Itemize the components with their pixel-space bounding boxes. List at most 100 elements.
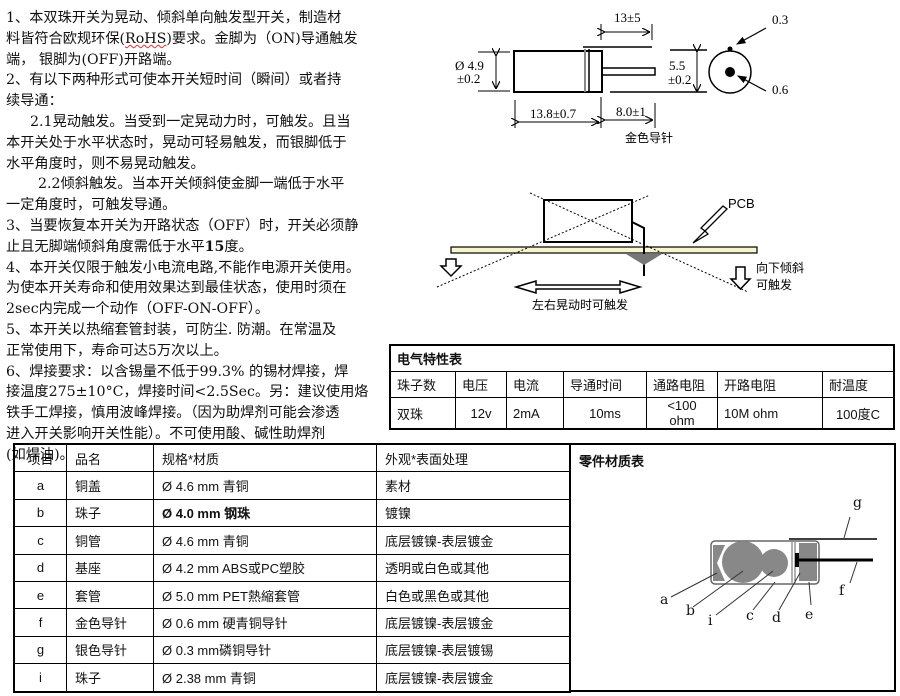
cell: 底层镀镍-表层镀金 (376, 608, 571, 637)
rohs-text: RoHS (125, 30, 167, 47)
header-cell: 开路电阻 (717, 371, 823, 398)
label-a: a (660, 592, 669, 608)
cell: e (13, 580, 67, 610)
label-b: b (686, 603, 695, 619)
pcb-arrow-icon (692, 205, 728, 244)
cell: Ø 4.6 mm 青铜 (153, 526, 377, 555)
cell: Ø 0.6 mm 硬青铜导针 (153, 608, 377, 637)
down-arrow-left-icon (439, 258, 463, 278)
note-line: 接温度275±10°C，焊接时间<2.5Sec。另：建议使用烙 (6, 384, 369, 401)
tilt-label: 向下倾斜 (756, 260, 804, 275)
header-cell: 品名 (66, 443, 154, 473)
silver-pin-dia-label: 0.3 (772, 12, 788, 27)
electrical-table-title: 电气特性表 (389, 344, 895, 372)
table-header-row: 项目品名规格*材质外观*表面处理 (13, 443, 571, 473)
header-cell: 导通时间 (563, 371, 647, 398)
cell: 100度C (822, 397, 895, 430)
note-line: 铁手工焊接，慎用波峰焊接。（因为助焊剂可能会渗透 (6, 405, 340, 422)
lead-length-label: 13±5 (614, 10, 641, 25)
table-header-row: 珠子数 电压 电流 导通时间 通路电阻 开路电阻 耐温度 (389, 371, 895, 398)
note-line: 正常使用下，寿命可达5万次以上。 (6, 342, 228, 359)
note-line: 一定角度时，可触发导通。 (6, 197, 177, 214)
diameter-label: Ø 4.9 (455, 58, 484, 73)
cell: Ø 4.2 mm ABS或PC塑胶 (153, 553, 377, 582)
cell: 素材 (376, 471, 571, 500)
cell: f (13, 608, 67, 637)
label-g: g (853, 495, 862, 511)
double-arrow-icon (513, 279, 643, 295)
label-d: d (772, 610, 781, 626)
cell: 双珠 (389, 397, 456, 430)
gold-pin-dia-label: 0.6 (772, 82, 789, 97)
label-c: c (746, 608, 754, 624)
note-line: 5、本开关以热缩套管封装，可防尘. 防潮。在常温及 (6, 321, 337, 338)
pin-length-label: 8.0±1 (616, 104, 646, 119)
cell: Ø 5.0 mm PET熱縮套管 (153, 580, 377, 610)
header-cell: 项目 (13, 443, 67, 473)
parts-panel-title: 零件材质表 (579, 454, 645, 469)
cell: Ø 2.38 mm 青铜 (153, 663, 377, 693)
cell: 白色或黑色或其他 (376, 580, 571, 610)
cell: 底层镀镍-表层镀金 (376, 526, 571, 555)
note-line: 续导通： (6, 93, 63, 110)
shake-label: 左右晃动时可触发 (532, 297, 628, 312)
height-label: 5.5 (669, 58, 685, 73)
exploded-part-diagram (670, 516, 877, 616)
note-line: 2sec内完成一个动作（OFF-ON-OFF）。 (6, 301, 270, 318)
dimension-drawing: 13±5 Ø 4.9 ±0.2 5.5 ±0.2 13.8±0.7 8.0±1 … (436, 10, 804, 312)
note-line: 水平角度时，则不易晃动触发。 (6, 155, 205, 172)
down-arrow-right-icon (729, 266, 752, 291)
cell: 镀镍 (376, 498, 571, 528)
pin-label: 金色导针 (625, 130, 673, 145)
note-line: 本开关处于水平状态时，晃动可轻易触发，而银脚低于 (6, 134, 347, 151)
note-line: 止且无脚端倾斜角度需低于水平15度。 (6, 238, 253, 255)
label-i: i (708, 613, 713, 629)
cell: 12v (455, 397, 507, 430)
note-line: 进入开关影响开关性能）。不可使用酸、碱性助焊剂 (6, 425, 326, 442)
mounting-drawing (436, 192, 758, 295)
cell: c (13, 526, 67, 555)
cell: 10M ohm (717, 397, 823, 430)
header-cell: 珠子数 (389, 371, 456, 398)
cell: 珠子 (66, 498, 154, 528)
note-line: 2、有以下两种形式可使本开关短时间（瞬间）或者持 (6, 72, 342, 89)
note-line: 6、焊接要求：以含锡量不低于99.3% 的锡材焊接，焊 (6, 363, 349, 380)
notes-text: 1、本双珠开关为晃动、倾斜单向触发型开关，制造材 料皆符合欧规环保(RoHS)要… (6, 8, 401, 466)
header-cell: 规格*材质 (153, 443, 377, 473)
note-line: 2.2倾斜触发。当本开关倾斜使金脚一端低于水平 (38, 176, 345, 193)
cell: 10ms (563, 397, 647, 430)
cell: 铜盖 (66, 471, 154, 500)
tilt-label-2: 可触发 (756, 277, 792, 292)
header-cell: 通路电阻 (646, 371, 718, 398)
cell: 2mA (506, 397, 564, 430)
cell: 珠子 (66, 663, 154, 693)
note-line: 为使本开关寿命和使用效果达到最佳状态，使用时须在 (6, 280, 347, 297)
cell: i (13, 663, 67, 693)
cell: Ø 4.6 mm 青铜 (153, 471, 377, 500)
header-cell: 电压 (455, 371, 507, 398)
parts-panel: 零件材质表 a b i c d (570, 443, 896, 692)
note-line: 4、本开关仅限于触发小电流电路,不能作电源开关使用。 (6, 259, 361, 276)
cell: 底层镀镍-表层镀锡 (376, 635, 571, 665)
note-line: 2.1晃动触发。当受到一定晃动力时，可触发。且当 (30, 113, 351, 130)
cell: <100 ohm (646, 397, 718, 430)
label-f: f (839, 583, 845, 599)
cell: 基座 (66, 553, 154, 582)
note-line: 1、本双珠开关为晃动、倾斜单向触发型开关，制造材 (6, 10, 342, 26)
cell: d (13, 553, 67, 582)
body-length-label: 13.8±0.7 (530, 106, 577, 121)
cell: 底层镀镍-表层镀金 (376, 663, 571, 693)
electrical-table: 电气特性表 珠子数 电压 电流 导通时间 通路电阻 开路电阻 耐温度 双珠 12… (389, 344, 895, 430)
cell: 铜管 (66, 526, 154, 555)
header-cell: 耐温度 (822, 371, 895, 398)
note-line: 3、当要恢复本开关为开路状态（OFF）时，开关必须静 (6, 217, 359, 234)
cell: 银色导针 (66, 635, 154, 665)
cell: 套管 (66, 580, 154, 610)
